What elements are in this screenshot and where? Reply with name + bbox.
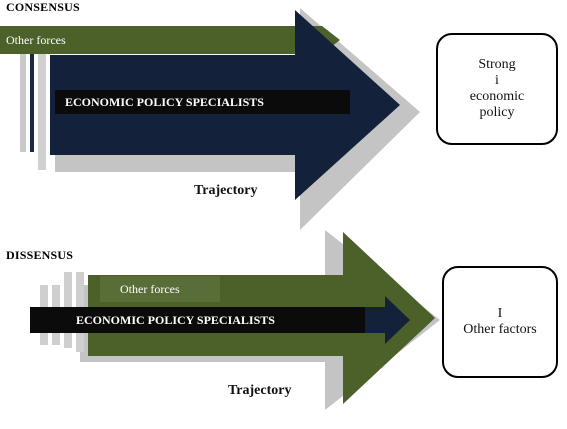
dissensus-other-forces-label: Other forces xyxy=(120,281,180,296)
consensus-stripe xyxy=(30,52,34,152)
consensus-stripe xyxy=(20,52,26,152)
consensus-trajectory-label: Trajectory xyxy=(194,183,258,198)
dissensus-outcome-line: Other factors xyxy=(463,322,537,337)
consensus-stripe xyxy=(38,52,46,170)
dissensus-trajectory-label: Trajectory xyxy=(228,383,292,398)
consensus-heading: CONSENSUS xyxy=(6,0,80,14)
dissensus-navy-tip xyxy=(365,296,410,344)
consensus-outcome-line: Strong xyxy=(478,57,516,72)
consensus-outcome-line: economic xyxy=(469,89,525,104)
dissensus-specialists-band xyxy=(30,307,365,333)
dissensus-specialists-label: ECONOMIC POLICY SPECIALISTS xyxy=(76,312,275,327)
dissensus-heading: DISSENSUS xyxy=(6,248,74,262)
consensus-outcome-box: Strong i economic policy xyxy=(436,33,558,145)
consensus-specialists-label: ECONOMIC POLICY SPECIALISTS xyxy=(65,94,264,109)
dissensus-outcome-box: I Other factors xyxy=(442,266,558,378)
consensus-other-forces-label: Other forces xyxy=(6,32,66,47)
consensus-green-band xyxy=(0,26,340,54)
consensus-outcome-line: i xyxy=(495,73,499,88)
consensus-outcome-line: policy xyxy=(479,105,515,120)
consensus-specialists-band xyxy=(55,90,350,114)
dissensus-outcome-line: I xyxy=(497,306,503,321)
dissensus-other-forces-box xyxy=(100,276,220,302)
